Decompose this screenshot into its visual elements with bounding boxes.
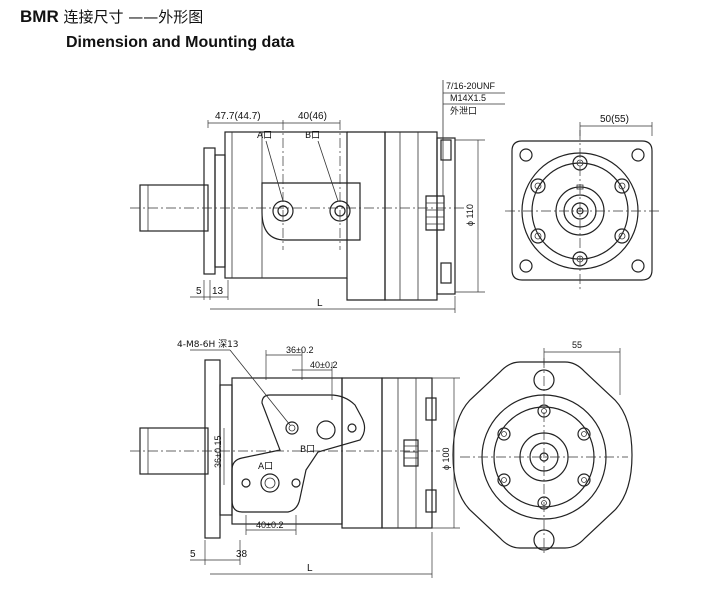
dim-47-7: 47.7(44.7) xyxy=(215,111,261,122)
port-a-label-bottom: A口 xyxy=(258,462,273,472)
port-b-bottom xyxy=(316,420,336,440)
port-boss xyxy=(261,182,361,241)
dim-L: L xyxy=(317,298,323,309)
title-en: Dimension and Mounting data xyxy=(66,34,295,51)
port-b-label-bottom: B口 xyxy=(300,445,315,455)
title-zh: BMR 连接尺寸 ——外形图 xyxy=(20,6,203,27)
motor-housing xyxy=(224,131,348,279)
dim-dia-110: ϕ 110 xyxy=(465,204,475,226)
dim-38: 38 xyxy=(236,549,248,560)
dim-36-top: 36±0.2 xyxy=(286,345,313,355)
model-name: BMR xyxy=(20,7,59,26)
dim-40-46: 40(46) xyxy=(298,111,327,122)
bottom-front-view: 55 xyxy=(452,340,633,555)
title-chinese: 连接尺寸 ——外形图 xyxy=(63,8,204,26)
dim-55: 55 xyxy=(572,340,582,350)
drain-thread-unf: 7/16-20UNF xyxy=(446,81,496,91)
drain-thread-metric: M14X1.5 xyxy=(450,93,486,103)
dim-40-bottom: 40±0.2 xyxy=(256,520,283,530)
top-side-view: 47.7(44.7) 40(46) A口 B口 7/16-20UNF M14X1… xyxy=(130,80,505,313)
thread-note: 4-M8-6H 深13 xyxy=(177,339,239,350)
dim-50-55: 50(55) xyxy=(600,114,629,125)
dim-36-vertical: 36±0.15 xyxy=(213,436,223,468)
drain-label: 外泄口 xyxy=(450,105,477,117)
dim-5: 5 xyxy=(196,286,202,297)
dim-dia-100: ϕ 100 xyxy=(441,447,451,470)
dim-L-bottom: L xyxy=(307,563,313,574)
dim-40-top: 40±0.2 xyxy=(310,360,337,370)
mounting-flange xyxy=(203,147,216,275)
gerotor-bottom xyxy=(381,377,433,529)
port-pad xyxy=(231,394,366,513)
top-front-view: 50(55) xyxy=(505,114,660,290)
port-a-bottom xyxy=(260,473,280,493)
dim-13: 13 xyxy=(212,286,224,297)
gerotor-section xyxy=(384,131,438,301)
bottom-side-view: 4-M8-6H 深13 36±0.2 40±0.2 36±0.15 B口 A口 … xyxy=(130,339,460,578)
dim-5-bottom: 5 xyxy=(190,549,196,560)
square-flange xyxy=(511,140,653,281)
port-b-label: B口 xyxy=(305,131,320,141)
port-a-label: A口 xyxy=(257,131,272,141)
end-cap xyxy=(436,137,456,295)
diamond-flange xyxy=(452,361,633,549)
drain-port xyxy=(425,195,445,231)
